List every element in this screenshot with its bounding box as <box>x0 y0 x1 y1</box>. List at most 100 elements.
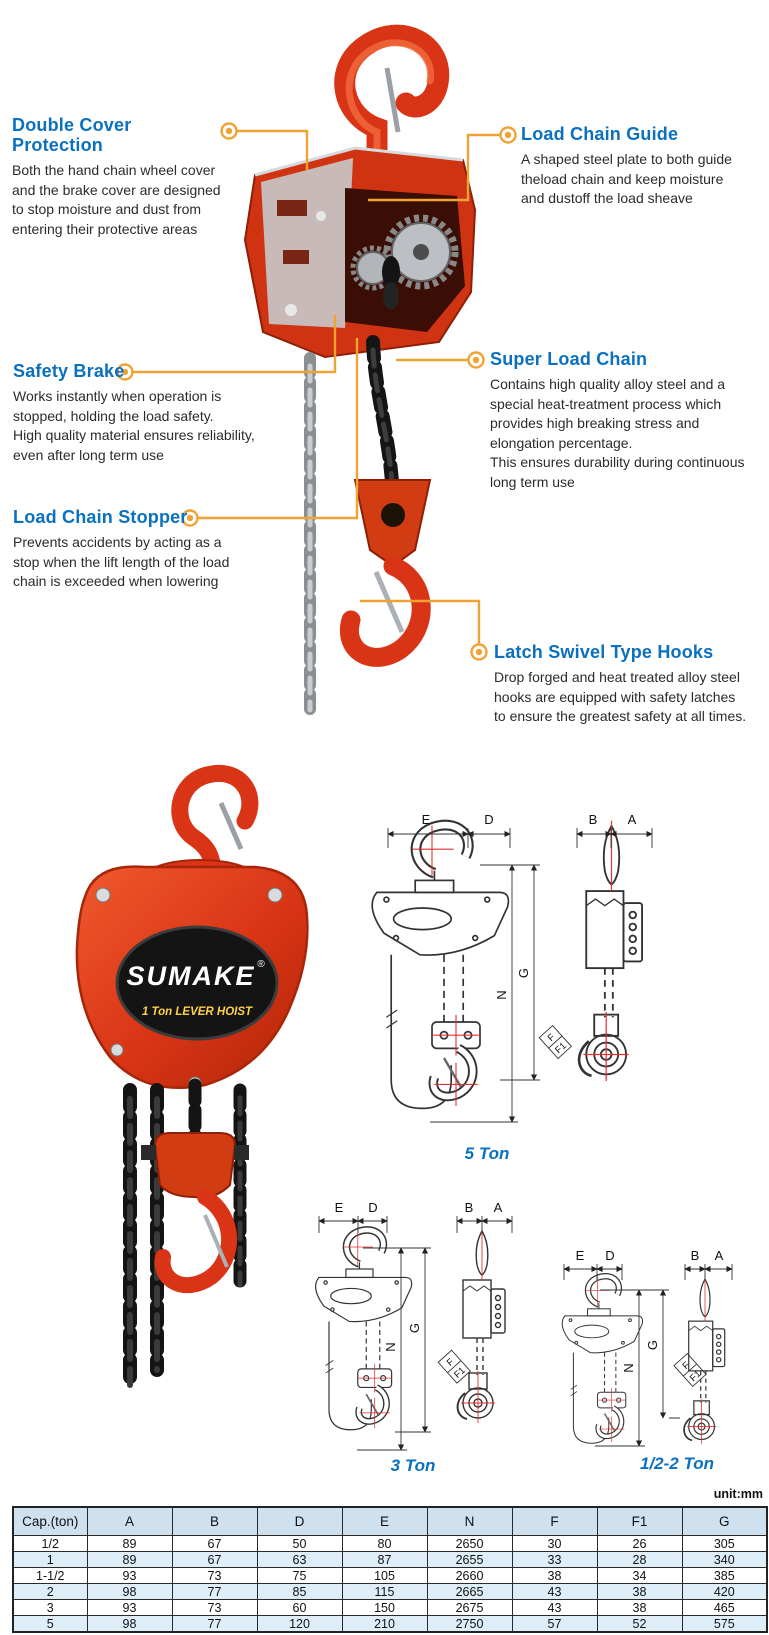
table-cell: 2750 <box>426 1615 513 1633</box>
product-photo: SUMAKE ® 1 Ton LEVER HOIST <box>75 764 309 1390</box>
feature-title: Double Cover Protection <box>12 115 132 155</box>
table-row: 2 98 77 85 115 2665 43 38 420 <box>12 1583 768 1600</box>
table-cell: 465 <box>681 1599 768 1616</box>
dim-label-D: D <box>484 812 493 827</box>
unit-note: unit:mm <box>713 1487 763 1501</box>
feature-description: Prevents accidents by acting as a stop w… <box>13 534 230 589</box>
load-chain-graphic <box>366 335 399 489</box>
table-cell: 1-1/2 <box>12 1567 88 1584</box>
bottom-hook-graphic <box>340 479 432 667</box>
table-cell: 63 <box>256 1551 343 1568</box>
table-cell: 98 <box>86 1615 173 1633</box>
dim-label-A: A <box>494 1200 503 1215</box>
table-row: 3 93 73 60 150 2675 43 38 465 <box>12 1599 768 1616</box>
spec-table: Cap.(ton) A B D E N F F1 G 1/2 89 67 50 … <box>12 1506 768 1633</box>
feature-callout-double-cover: Double Cover Protection Both the hand ch… <box>12 115 227 239</box>
feature-title: Load Chain Guide <box>521 124 679 144</box>
feature-description: Both the hand chain wheel cover and the … <box>12 162 221 237</box>
table-row: 1-1/2 93 73 75 105 2660 38 34 385 <box>12 1567 768 1584</box>
feature-callout-load-chain-stopper: Load Chain Stopper Prevents accidents by… <box>13 507 263 592</box>
table-cell: 150 <box>341 1599 428 1616</box>
feature-callout-safety-brake: Safety Brake Works instantly when operat… <box>13 361 273 465</box>
dim-label-F1: F1 <box>452 1365 468 1381</box>
table-cell: 1 <box>12 1551 88 1568</box>
diagram-half-2ton: E D B A G N F F1 <box>540 1250 733 1447</box>
model-label: 1 Ton LEVER HOIST <box>142 1006 253 1018</box>
table-cell: 34 <box>596 1567 683 1584</box>
dimension-lines <box>387 828 653 1123</box>
table-cell: 2675 <box>426 1599 513 1616</box>
feature-title: Super Load Chain <box>490 349 648 369</box>
dim-label-B: B <box>465 1200 474 1215</box>
table-cell: 75 <box>256 1567 343 1584</box>
front-view-drawing <box>316 1230 412 1430</box>
table-cell: 28 <box>596 1551 683 1568</box>
front-view-drawing <box>372 825 508 1108</box>
table-cell: 38 <box>596 1583 683 1600</box>
table-cell: 60 <box>256 1599 343 1616</box>
dim-label-G: G <box>645 1340 660 1350</box>
table-cell: 210 <box>341 1615 428 1633</box>
side-view-drawing <box>683 1274 726 1445</box>
table-cell: 43 <box>511 1583 598 1600</box>
feature-callout-super-load-chain: Super Load Chain Contains high quality a… <box>490 349 765 492</box>
front-view-drawing <box>562 1276 642 1443</box>
table-cell: 67 <box>171 1535 258 1552</box>
cutaway-hoist-photo <box>243 24 477 716</box>
table-cell: 33 <box>511 1551 598 1568</box>
spec-table-header-cell: D <box>256 1506 343 1536</box>
brand-logo: SUMAKE <box>126 961 255 991</box>
dim-label-B: B <box>691 1250 700 1263</box>
side-view-drawing <box>577 819 644 1083</box>
feature-description: Drop forged and heat treated alloy steel… <box>494 669 747 724</box>
table-header-row: Cap.(ton) A B D E N F F1 G <box>12 1506 768 1536</box>
cutaway-housing-graphic <box>243 146 477 359</box>
dim-label-E: E <box>576 1250 585 1263</box>
table-cell: 105 <box>341 1567 428 1584</box>
feature-callout-load-chain-guide: Load Chain Guide A shaped steel plate to… <box>521 124 766 209</box>
dim-label-B: B <box>589 812 598 827</box>
dim-label-A: A <box>628 812 637 827</box>
diagram-caption-3ton: 3 Ton <box>390 1456 436 1475</box>
table-cell: 385 <box>681 1567 768 1584</box>
top-hook-graphic <box>334 24 450 173</box>
dim-label-G: G <box>516 968 531 978</box>
spec-table-header-cell: F <box>511 1506 598 1536</box>
table-cell: 115 <box>341 1583 428 1600</box>
spec-table-header-cell: B <box>171 1506 258 1536</box>
table-cell: 77 <box>171 1583 258 1600</box>
table-cell: 2650 <box>426 1535 513 1552</box>
table-cell: 67 <box>171 1551 258 1568</box>
table-cell: 43 <box>511 1599 598 1616</box>
spec-table-header-cell: Cap.(ton) <box>12 1506 88 1536</box>
table-cell: 38 <box>596 1599 683 1616</box>
table-cell: 305 <box>681 1535 768 1552</box>
spec-table-header-cell: E <box>341 1506 428 1536</box>
table-cell: 2665 <box>426 1583 513 1600</box>
table-cell: 420 <box>681 1583 768 1600</box>
table-cell: 120 <box>256 1615 343 1633</box>
table-cell: 93 <box>86 1567 173 1584</box>
table-cell: 73 <box>171 1567 258 1584</box>
diagram-caption-5ton: 5 Ton <box>464 1144 510 1163</box>
feature-title: Latch Swivel Type Hooks <box>494 642 714 662</box>
dim-label-G: G <box>407 1323 422 1333</box>
diagram-3ton: E D B A G N F F1 <box>295 1200 513 1451</box>
table-cell: 85 <box>256 1583 343 1600</box>
product-top-hook-graphic <box>171 764 259 884</box>
table-cell: 52 <box>596 1615 683 1633</box>
feature-callout-latch-hooks: Latch Swivel Type Hooks Drop forged and … <box>494 642 766 727</box>
table-cell: 80 <box>341 1535 428 1552</box>
dim-label-E: E <box>335 1200 344 1215</box>
table-cell: 89 <box>86 1535 173 1552</box>
table-row: 5 98 77 120 210 2750 57 52 575 <box>12 1615 768 1633</box>
table-cell: 98 <box>86 1583 173 1600</box>
table-cell: 38 <box>511 1567 598 1584</box>
table-cell: 5 <box>12 1615 88 1633</box>
table-cell: 340 <box>681 1551 768 1568</box>
dim-label-N: N <box>621 1363 636 1372</box>
dim-label-F: F <box>680 1360 692 1372</box>
feature-description: Contains high quality alloy steel and a … <box>490 376 745 490</box>
table-cell: 2 <box>12 1583 88 1600</box>
